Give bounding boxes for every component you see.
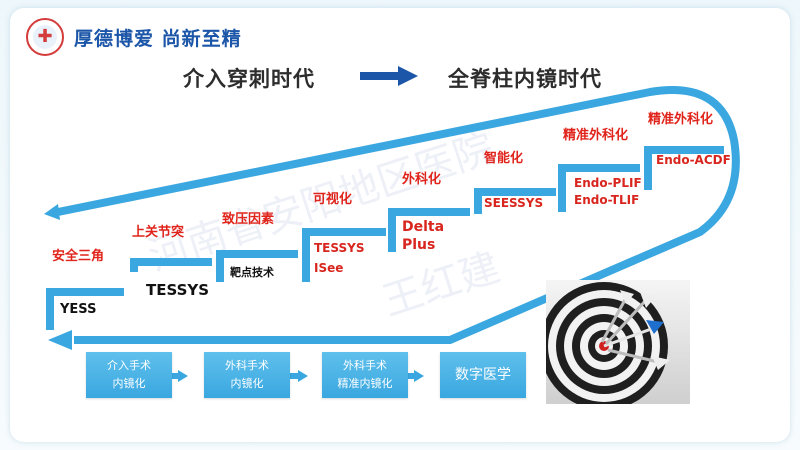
step-bracket [46, 288, 124, 330]
step-label: 上关节突 [132, 225, 185, 240]
step-box-text: 靶点技术 [230, 266, 274, 279]
title-from: 介入穿刺时代 [183, 67, 315, 91]
step-label: 可视化 [313, 192, 353, 207]
flow-step: 外科手术精准内镜化 [322, 352, 408, 398]
step-label: 外科化 [402, 172, 442, 187]
flow-arrow-icon [414, 370, 424, 382]
flow-arrow-icon [178, 370, 188, 382]
step-box-text: Endo-ACDF [656, 153, 731, 167]
step-bracket [130, 258, 212, 272]
motto: 厚德博爱 尚新至精 [74, 27, 242, 50]
dartboard-target-icon [546, 280, 690, 404]
flow-step: 介入手术内镜化 [86, 352, 172, 398]
step-bracket [644, 146, 724, 190]
title-to: 全脊柱内镜时代 [448, 67, 602, 91]
step-label: 安全三角 [52, 249, 105, 264]
step-box-text: SEESSYS [484, 196, 544, 210]
step-label: 精准外科化 [648, 112, 714, 127]
flow-arrow-icon [298, 370, 308, 382]
step-bracket [558, 164, 640, 212]
hospital-logo-icon: ✚ [26, 18, 64, 56]
flow-step: 外科手术内镜化 [204, 352, 290, 398]
step-bracket [302, 228, 386, 282]
step-bracket [388, 208, 470, 252]
cycle-arrowhead-icon [48, 330, 72, 350]
cycle-arrow [57, 86, 740, 344]
right-arrow-icon [360, 66, 418, 86]
flow-step: 数字医学 [440, 352, 526, 398]
step-box-text: TESSYS [146, 281, 210, 299]
step-label: 智能化 [484, 151, 524, 166]
step-bracket [216, 250, 298, 282]
step-box-text: YESS [60, 302, 97, 317]
header: ✚ 厚德博爱 尚新至精 [26, 18, 242, 56]
cycle-arrow-tail [44, 204, 60, 220]
step-bracket [474, 188, 556, 214]
step-label: 致压因素 [222, 212, 275, 227]
step-label: 精准外科化 [563, 128, 629, 143]
